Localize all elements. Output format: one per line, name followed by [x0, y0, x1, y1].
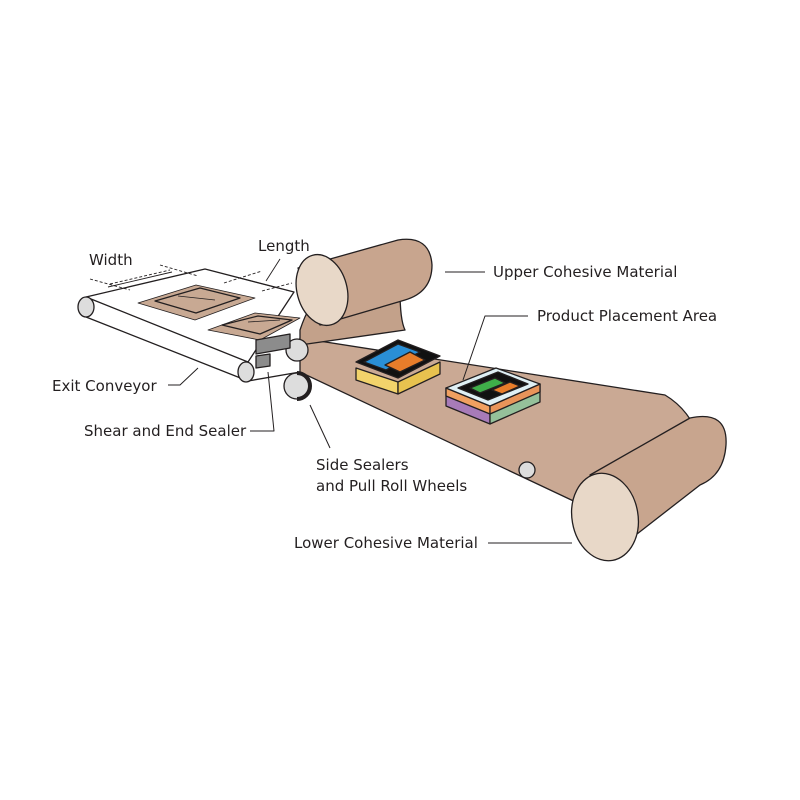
- label-product-placement-area: Product Placement Area: [537, 307, 718, 325]
- label-upper-cohesive-material: Upper Cohesive Material: [493, 263, 678, 281]
- label-lower-cohesive-material: Lower Cohesive Material: [294, 534, 478, 552]
- sealed-package: [207, 312, 301, 341]
- label-length: Length: [258, 237, 310, 255]
- guide-roller: [285, 338, 309, 362]
- side-sealer-wheel: [518, 461, 536, 479]
- lower-cohesive-roll: [570, 415, 727, 562]
- shear-and-end-sealer: [255, 333, 291, 369]
- label-side-sealers: Side Sealers: [316, 456, 409, 474]
- label-exit-conveyor: Exit Conveyor: [52, 377, 157, 395]
- conveyor-pulley-right: [237, 361, 255, 383]
- sealed-package: [137, 284, 256, 321]
- leader-lines: [168, 271, 572, 544]
- label-shear-and-end-sealer: Shear and End Sealer: [84, 422, 247, 440]
- conveyor-pulley-left: [77, 296, 95, 318]
- upper-cohesive-roll: [295, 238, 433, 346]
- label-pull-roll-wheels: and Pull Roll Wheels: [316, 477, 468, 495]
- product-stack-1: [355, 339, 441, 395]
- label-width: Width: [89, 251, 133, 269]
- product-stack-2: [445, 367, 541, 425]
- exit-conveyor: [77, 258, 301, 383]
